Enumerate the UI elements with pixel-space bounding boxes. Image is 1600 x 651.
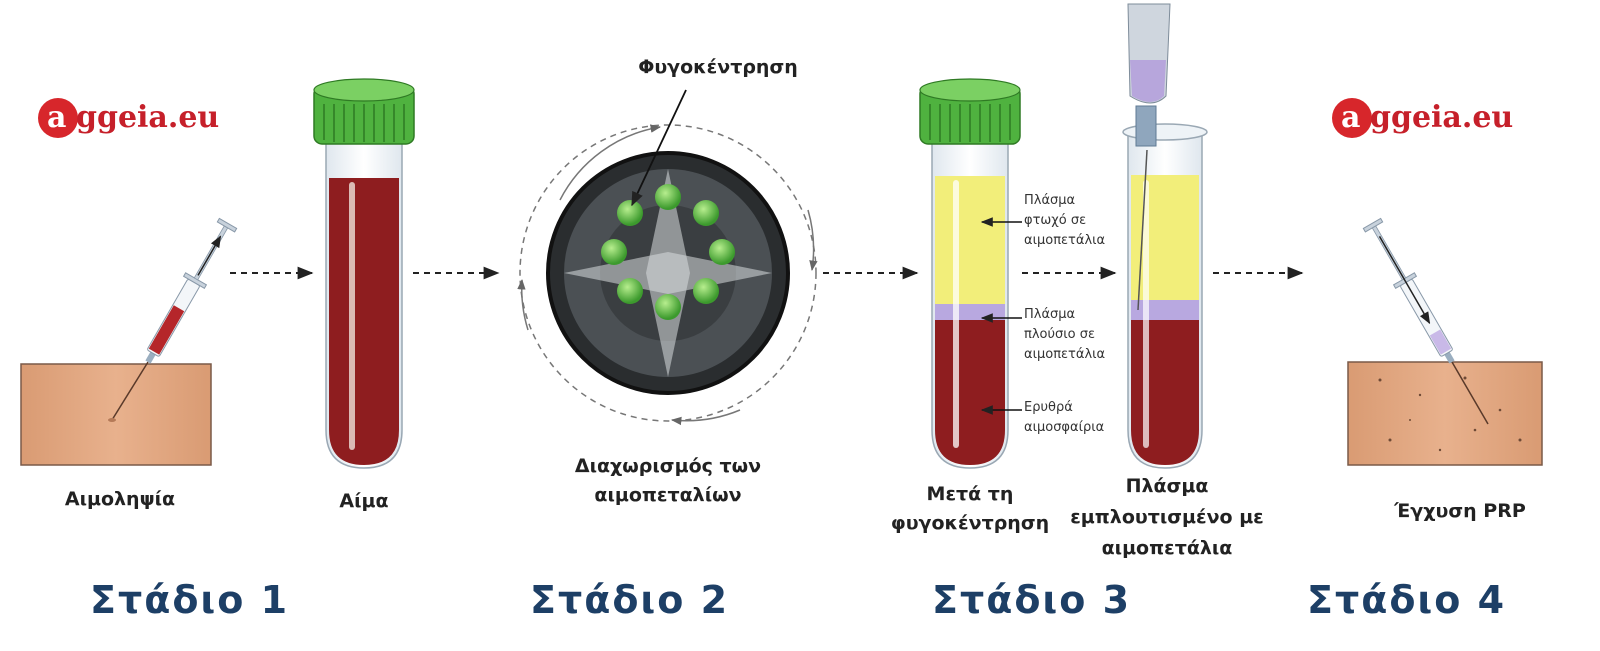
- test-tube-icon: [919, 78, 1022, 469]
- label-after-line1: Μετά τη: [926, 483, 1014, 505]
- layer-poor-line2: φτωχό σε: [1024, 213, 1087, 228]
- syringe-icon: [1362, 217, 1455, 364]
- label-blood: Αίμα: [339, 490, 389, 512]
- syringe-icon: [1127, 3, 1171, 311]
- stage-1-heading: Στάδιο 1: [90, 578, 290, 622]
- layer-rich-line1: Πλάσμα: [1024, 307, 1076, 322]
- test-tube-icon: [1122, 123, 1208, 469]
- layer-rich-line2: πλούσιο σε: [1024, 327, 1095, 342]
- layer-poor-line1: Πλάσμα: [1024, 193, 1076, 208]
- test-tube-icon: [313, 78, 415, 469]
- logo-ball-icon: [1332, 98, 1372, 138]
- label-enriched-line3: αιμοπετάλια: [1101, 537, 1233, 559]
- label-separation-line2: αιμοπεταλίων: [594, 484, 742, 506]
- layer-red-line1: Ερυθρά: [1024, 400, 1073, 415]
- syringe-icon: [145, 217, 238, 364]
- layer-red-cells: Ερυθρά αιμοσφαίρια: [1024, 398, 1104, 438]
- label-blood-draw: Αιμοληψία: [64, 488, 176, 510]
- stage-3-heading: Στάδιο 3: [932, 578, 1132, 622]
- label-centrifugation: Φυγοκέντρηση: [638, 56, 798, 78]
- stage-2-heading: Στάδιο 2: [530, 578, 730, 622]
- label-separation-line1: Διαχωρισμός των: [574, 455, 762, 477]
- label-after-line2: φυγοκέντρηση: [890, 512, 1050, 534]
- skin-patch-left: [20, 361, 212, 466]
- stage-4-heading: Στάδιο 4: [1307, 578, 1507, 622]
- label-enriched-line1: Πλάσμα: [1125, 475, 1209, 497]
- layer-rich-plasma: Πλάσμα πλούσιο σε αιμοπετάλια: [1024, 305, 1105, 365]
- logo-letter: a: [47, 100, 67, 135]
- layer-poor-line3: αιμοπετάλια: [1024, 233, 1106, 248]
- layer-poor-plasma: Πλάσμα φτωχό σε αιμοπετάλια: [1024, 191, 1105, 251]
- centrifuge-icon: [517, 89, 818, 426]
- logo-text: ggeia.eu: [1370, 100, 1514, 135]
- label-injection: Έγχυση PRP: [1394, 500, 1526, 522]
- layer-rich-line3: αιμοπετάλια: [1024, 347, 1106, 362]
- logo-letter: a: [1341, 100, 1361, 135]
- logo-text: ggeia.eu: [76, 100, 220, 135]
- logo-ball-icon: [38, 98, 78, 138]
- label-enriched-line2: εμπλουτισμένο με: [1070, 506, 1264, 528]
- skin-patch-right: [1347, 361, 1543, 466]
- layer-red-line2: αιμοσφαίρια: [1024, 420, 1105, 435]
